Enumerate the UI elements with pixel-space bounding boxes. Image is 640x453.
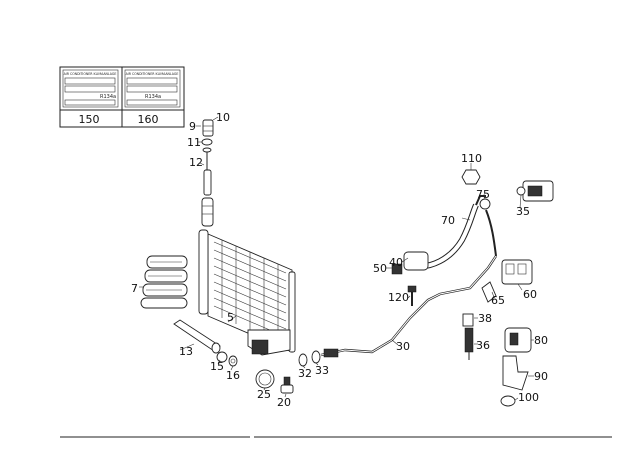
callout-15[interactable]: 15 xyxy=(210,360,224,373)
callout-13[interactable]: 13 xyxy=(179,345,193,358)
callout-numbers: 5 7 9 10 11 12 13 15 16 20 25 30 32 33 3… xyxy=(131,111,548,409)
dryer-cartridge-part xyxy=(201,197,214,227)
label-number-160[interactable]: 160 xyxy=(138,113,159,126)
condenser-fitting xyxy=(251,339,269,355)
sticker-160 xyxy=(124,69,181,108)
clip-65 xyxy=(481,281,497,303)
expansion-valve-35 xyxy=(516,180,554,202)
leader-lines xyxy=(139,116,534,401)
sticker-150-heading: AIR CONDITIONER KLIMAANLAGE xyxy=(64,72,117,76)
callout-7[interactable]: 7 xyxy=(131,282,138,295)
filter-rod-part xyxy=(203,169,212,196)
callout-120[interactable]: 120 xyxy=(388,291,409,304)
callout-16[interactable]: 16 xyxy=(226,369,240,382)
callout-10[interactable]: 10 xyxy=(216,111,230,124)
callout-12[interactable]: 12 xyxy=(189,156,203,169)
seal-32-part xyxy=(298,353,308,367)
bracket-90 xyxy=(502,355,529,391)
pipe-30 xyxy=(320,255,497,358)
callout-32[interactable]: 32 xyxy=(298,367,312,380)
callout-90[interactable]: 90 xyxy=(534,370,548,383)
label-box-group: AIR CONDITIONER KLIMAANLAGE R134a AIR CO… xyxy=(59,66,185,128)
seal-ring-part xyxy=(201,138,213,146)
bracket-80 xyxy=(504,327,532,353)
sticker-160-code: R134a xyxy=(145,94,161,100)
callout-35[interactable]: 35 xyxy=(516,205,530,218)
callout-110[interactable]: 110 xyxy=(461,152,482,165)
nut-50 xyxy=(391,263,403,275)
callout-25[interactable]: 25 xyxy=(257,388,271,401)
switch-20 xyxy=(280,376,294,394)
condenser-side-tank xyxy=(198,229,209,315)
callout-5[interactable]: 5 xyxy=(227,311,234,324)
callout-36[interactable]: 36 xyxy=(476,339,490,352)
cap-110 xyxy=(461,169,481,185)
callout-65[interactable]: 65 xyxy=(491,294,505,307)
callout-38[interactable]: 38 xyxy=(478,312,492,325)
sticker-150 xyxy=(62,69,119,108)
callout-33[interactable]: 33 xyxy=(315,364,329,377)
callout-9[interactable]: 9 xyxy=(189,120,196,133)
bracket-60 xyxy=(501,259,533,285)
callout-11[interactable]: 11 xyxy=(187,136,201,149)
cap-part xyxy=(202,119,214,137)
condenser xyxy=(198,229,296,356)
dryer-assembly xyxy=(201,119,214,227)
callout-30[interactable]: 30 xyxy=(396,340,410,353)
block-fitting-40 xyxy=(403,251,429,271)
cooler-bracket xyxy=(140,255,188,309)
callout-100[interactable]: 100 xyxy=(518,391,539,404)
sticker-160-heading: AIR CONDITIONER KLIMAANLAGE xyxy=(126,72,179,76)
callout-50[interactable]: 50 xyxy=(373,262,387,275)
callout-60[interactable]: 60 xyxy=(523,288,537,301)
callout-80[interactable]: 80 xyxy=(534,334,548,347)
hose-70 xyxy=(391,195,497,275)
grommet-100 xyxy=(500,395,516,407)
bolt-120 xyxy=(407,285,417,306)
o-ring-25 xyxy=(255,369,275,389)
pipe-30-nut xyxy=(323,348,339,358)
callout-75[interactable]: 75 xyxy=(476,188,490,201)
sensor-36-38 xyxy=(462,313,474,360)
label-number-150[interactable]: 150 xyxy=(79,113,100,126)
seal-33-part xyxy=(311,350,321,364)
callout-70[interactable]: 70 xyxy=(441,214,455,227)
callout-20[interactable]: 20 xyxy=(277,396,291,409)
sticker-150-code: R134a xyxy=(100,94,116,100)
rod-13 xyxy=(173,319,221,354)
callout-40[interactable]: 40 xyxy=(389,256,403,269)
